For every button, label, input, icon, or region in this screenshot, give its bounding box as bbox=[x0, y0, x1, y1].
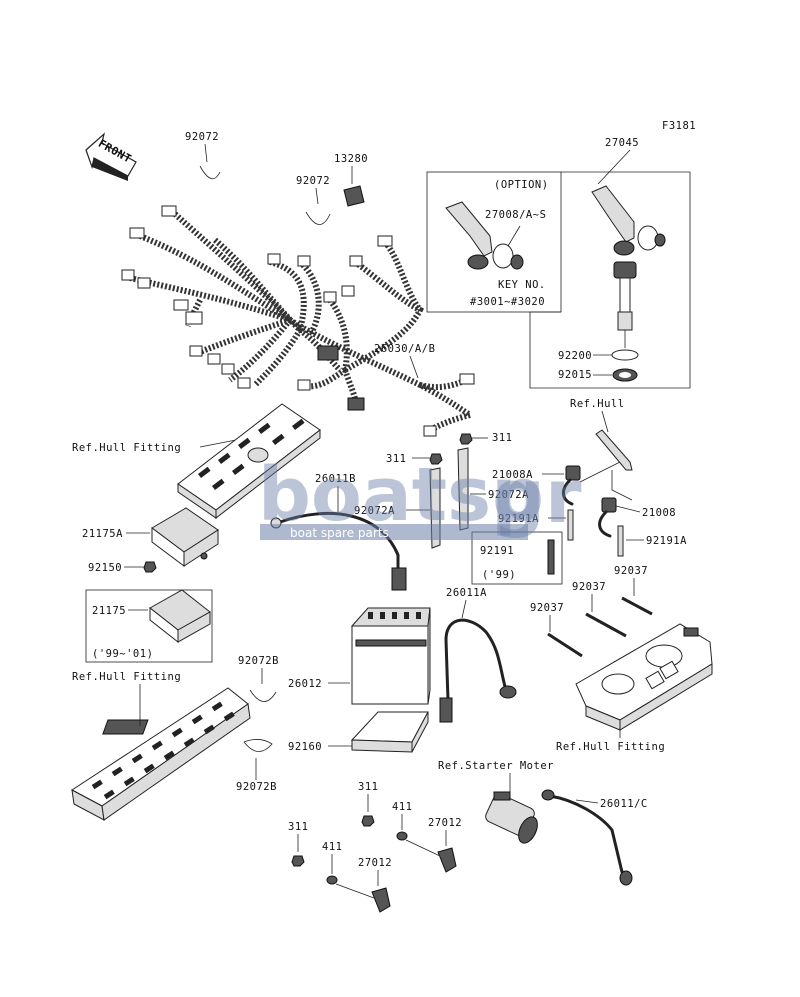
washer-411-b bbox=[326, 875, 338, 885]
rod-92037-3 bbox=[547, 632, 583, 658]
cable-26011c bbox=[548, 794, 624, 874]
watermark-tagline: boat spare parts bbox=[290, 526, 389, 540]
label-92037-3: 92037 bbox=[530, 602, 564, 614]
terminal-27012-a bbox=[405, 839, 457, 873]
option-part-number: 27008/A~S bbox=[485, 209, 546, 221]
label-ref-hull-fitting-2: Ref.Hull Fitting bbox=[72, 671, 181, 683]
nut-311-a bbox=[429, 453, 443, 465]
front-arrow-icon: FRONT bbox=[85, 132, 137, 181]
label-92037-1: 92037 bbox=[572, 581, 606, 593]
clamp-92072b-1 bbox=[249, 689, 277, 702]
hull-fitting-lower-panel bbox=[71, 687, 251, 821]
label-21175: 21175 bbox=[92, 605, 126, 617]
label-21175a: 21175A bbox=[82, 528, 123, 540]
label-ref-hull-top: Ref.Hull bbox=[570, 398, 625, 410]
label-27045: 27045 bbox=[605, 137, 639, 149]
key-no-label: KEY NO. bbox=[498, 279, 546, 291]
nut-311-d bbox=[291, 855, 305, 867]
key-range: #3001~#3020 bbox=[470, 296, 545, 308]
nut-311-c bbox=[361, 815, 375, 827]
label-92072a-1: 92072A bbox=[488, 489, 529, 501]
label-26011c: 26011/C bbox=[600, 798, 648, 810]
ignition-key-option bbox=[445, 201, 524, 270]
clamp-92072-top bbox=[199, 165, 221, 180]
terminal-27012-b bbox=[335, 883, 391, 913]
fuse-holder-21008 bbox=[598, 497, 617, 538]
fuse-92191 bbox=[547, 539, 555, 575]
label-92037-2: 92037 bbox=[614, 565, 648, 577]
label-ref-hull-fitting-3: Ref.Hull Fitting bbox=[556, 741, 665, 753]
main-wire-harness bbox=[121, 205, 475, 437]
clamp-92072b-2 bbox=[243, 739, 273, 752]
rod-92037-2 bbox=[621, 596, 653, 616]
label-ref-starter: Ref.Starter Moter bbox=[438, 760, 554, 772]
label-92072-mid: 92072 bbox=[296, 175, 330, 187]
fuse-92191a-2 bbox=[617, 525, 624, 557]
label-92150: 92150 bbox=[88, 562, 122, 574]
ignition-group-box bbox=[529, 171, 691, 389]
clamp-92072-mid bbox=[305, 211, 331, 225]
regulator-21175a bbox=[151, 507, 219, 567]
label-13280: 13280 bbox=[334, 153, 368, 165]
label-92191: 92191 bbox=[480, 545, 514, 557]
label-99-01: ('99~'01) bbox=[92, 648, 153, 660]
bolt-92150 bbox=[143, 561, 157, 573]
label-27012-a: 27012 bbox=[428, 817, 462, 829]
regulator-21175-box bbox=[85, 589, 213, 663]
label-27012-b: 27012 bbox=[358, 857, 392, 869]
label-92191a-1: 92191A bbox=[498, 513, 539, 525]
label-21008a: 21008A bbox=[492, 469, 533, 481]
label-92191a-2: 92191A bbox=[646, 535, 687, 547]
option-title: (OPTION) bbox=[494, 179, 549, 191]
rod-92037-1 bbox=[585, 612, 627, 638]
hull-fitting-upper-panel bbox=[177, 403, 321, 520]
battery-26012 bbox=[350, 607, 431, 705]
washer-411-a bbox=[396, 831, 408, 841]
starter-motor bbox=[485, 791, 538, 844]
hull-bracket bbox=[595, 429, 633, 471]
watermark-brand: boatsp bbox=[258, 452, 544, 538]
label-26011b: 26011B bbox=[315, 473, 356, 485]
hull-fitting-tray-right bbox=[575, 623, 713, 731]
regulator-21175 bbox=[149, 589, 211, 644]
label-92072b-1: 92072B bbox=[238, 655, 279, 667]
label-311-b: 311 bbox=[492, 432, 512, 444]
label-26030: 26030/A/B bbox=[374, 343, 435, 355]
ignition-switch bbox=[591, 185, 666, 348]
label-311-c: 311 bbox=[358, 781, 378, 793]
battery-tray-92160 bbox=[102, 711, 429, 753]
option-box bbox=[426, 171, 562, 313]
label-26011a: 26011A bbox=[446, 587, 487, 599]
watermark-logo: boatsp gr boat spare parts bbox=[258, 452, 582, 540]
figure-code: F3181 bbox=[662, 120, 696, 132]
nut-311-b bbox=[459, 433, 473, 445]
label-99: ('99) bbox=[482, 569, 516, 581]
label-92200: 92200 bbox=[558, 350, 592, 362]
label-92072b-2: 92072B bbox=[236, 781, 277, 793]
label-92015: 92015 bbox=[558, 369, 592, 381]
label-411-a: 411 bbox=[392, 801, 412, 813]
washer-92200 bbox=[611, 349, 639, 361]
cable-26011b bbox=[278, 511, 400, 574]
label-21008: 21008 bbox=[642, 507, 676, 519]
cable-26011a bbox=[444, 618, 508, 702]
label-26012: 26012 bbox=[288, 678, 322, 690]
label-92072a-2: 92072A bbox=[354, 505, 395, 517]
label-411-b: 411 bbox=[322, 841, 342, 853]
label-92160: 92160 bbox=[288, 741, 322, 753]
label-ref-hull-fitting-1: Ref.Hull Fitting bbox=[72, 442, 181, 454]
label-311-d: 311 bbox=[288, 821, 308, 833]
fuse-holder-21008a bbox=[562, 465, 581, 506]
label-sticker-13280 bbox=[343, 185, 365, 207]
label-92072-top: 92072 bbox=[185, 131, 219, 143]
fuse-92191a-1 bbox=[567, 509, 574, 541]
label-311-a: 311 bbox=[386, 453, 406, 465]
